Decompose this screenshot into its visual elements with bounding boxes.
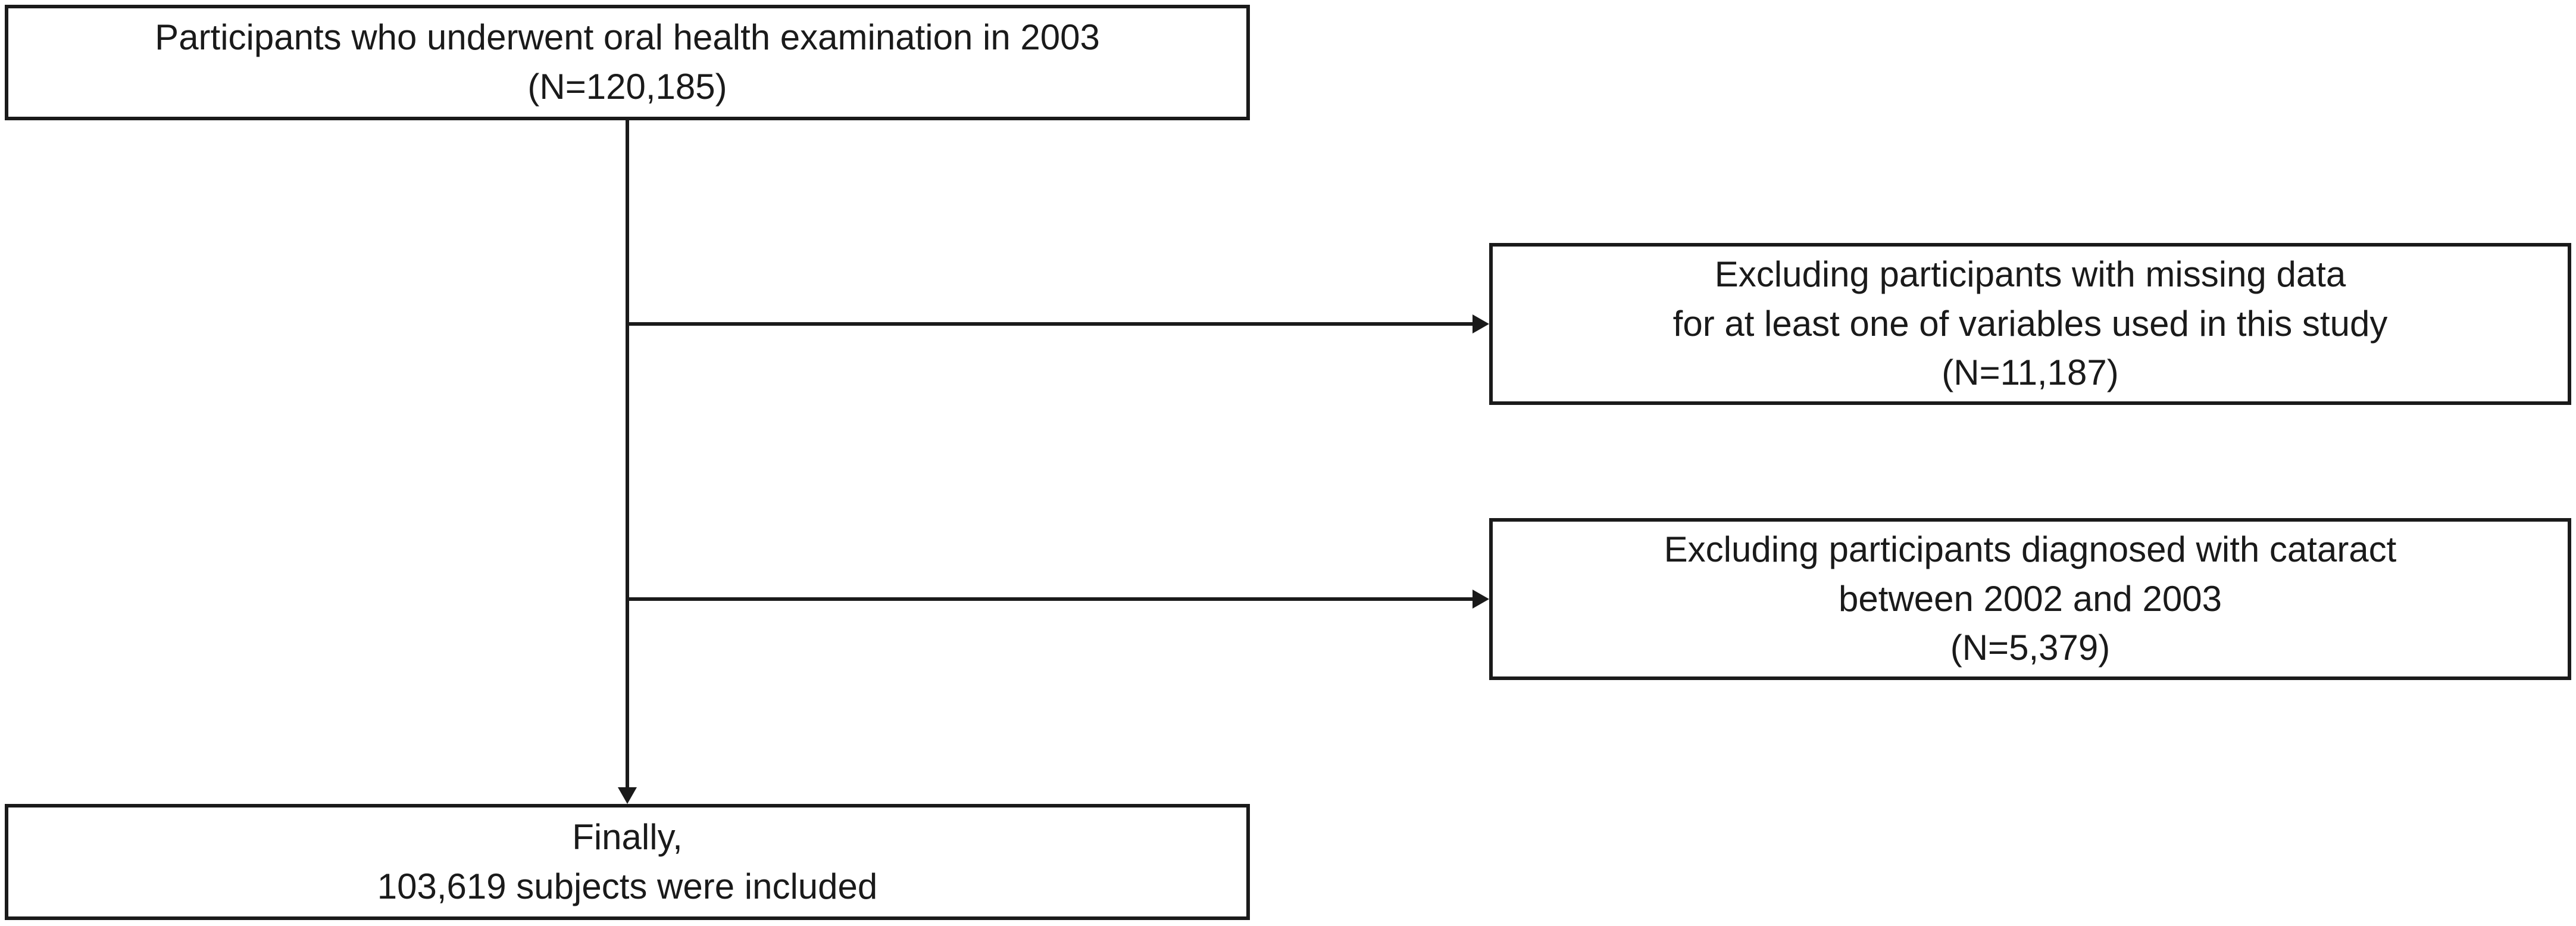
exclusion-1-arrowhead: [1473, 314, 1489, 333]
exclusion-2-arrowhead: [1473, 590, 1489, 609]
exclusion-2-line-1: Excluding participants diagnosed with ca…: [1664, 529, 2397, 569]
main-flow-arrowhead: [618, 787, 637, 804]
exclusion-box-missing-data: Excluding participants with missing data…: [1489, 243, 2571, 405]
start-box-count: (N=120,185): [527, 67, 727, 107]
start-box-title: Participants who underwent oral health e…: [155, 17, 1100, 58]
final-box-line-2: 103,619 subjects were included: [377, 866, 878, 906]
exclusion-2-count: (N=5,379): [1950, 628, 2111, 668]
exclusion-1-count: (N=11,187): [1942, 353, 2119, 393]
final-box: Finally, 103,619 subjects were included: [5, 804, 1250, 920]
exclusion-box-cataract: Excluding participants diagnosed with ca…: [1489, 518, 2571, 680]
exclusion-2-line-2: between 2002 and 2003: [1839, 578, 2222, 619]
final-box-line-1: Finally,: [572, 816, 683, 857]
exclusion-1-line-2: for at least one of variables used in th…: [1672, 303, 2388, 344]
start-box: Participants who underwent oral health e…: [5, 5, 1250, 120]
exclusion-1-line-1: Excluding participants with missing data: [1714, 254, 2346, 294]
